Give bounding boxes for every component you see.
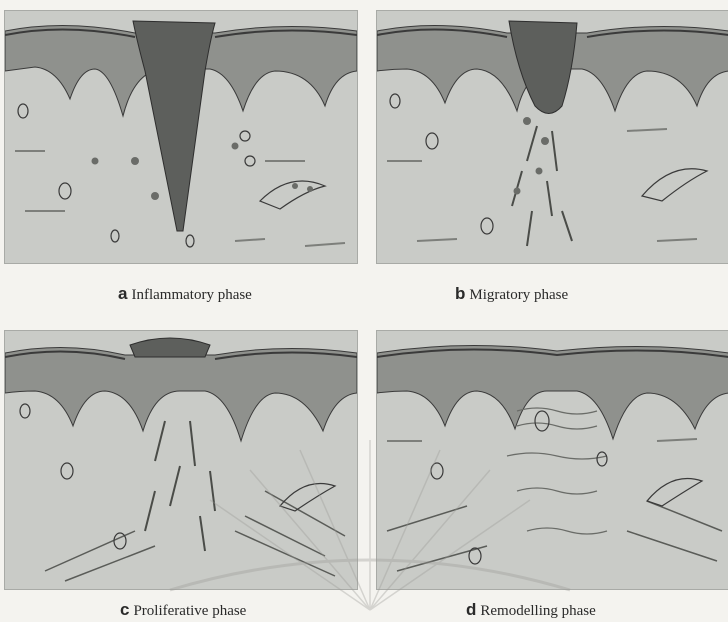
caption-label: Remodelling phase [480,603,595,619]
caption-remodelling: dRemodelling phase [466,600,596,620]
proliferative-illustration [5,331,357,589]
migratory-illustration [377,11,728,263]
caption-label: Proliferative phase [133,603,246,619]
caption-proliferative: cProliferative phase [120,600,246,620]
panel-proliferative [4,330,358,590]
remodelling-illustration [377,331,728,589]
inflammatory-illustration [5,11,357,263]
panel-remodelling [376,330,728,590]
caption-label: Migratory phase [469,287,568,303]
panel-inflammatory [4,10,358,264]
caption-letter: a [118,284,127,303]
caption-label: Inflammatory phase [131,287,251,303]
panel-migratory [376,10,728,264]
caption-letter: b [455,284,465,303]
caption-letter: d [466,600,476,619]
caption-letter: c [120,600,129,619]
caption-migratory: bMigratory phase [455,284,568,304]
caption-inflammatory: aInflammatory phase [118,284,252,304]
